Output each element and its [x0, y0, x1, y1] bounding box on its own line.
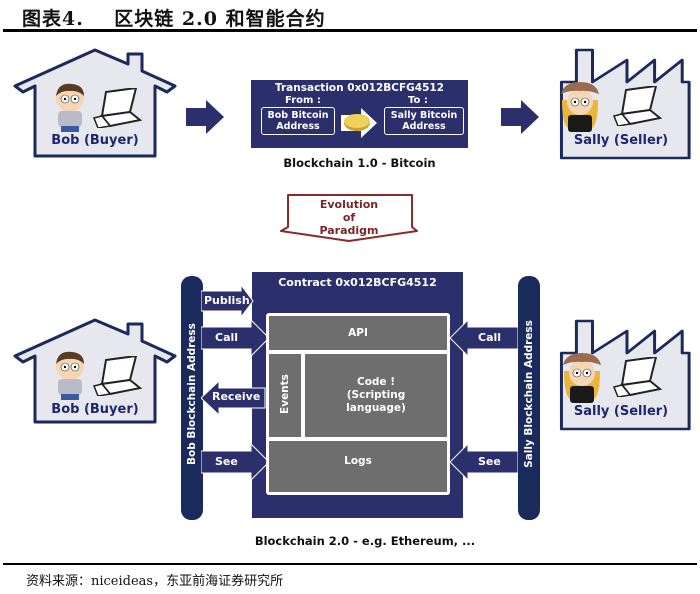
bob-bitcoin-address: Bob Bitcoin Address [261, 107, 335, 135]
figure-title: 图表4. 区块链 2.0 和智能合约 [22, 8, 326, 30]
transaction-box: Transaction 0x012BCFG4512 From : To : Bo… [251, 80, 468, 148]
sally-factory-bottom: Sally (Seller) [550, 317, 696, 433]
bob-buyer-label: Bob (Buyer) [51, 133, 139, 148]
coin-transfer-icon [339, 107, 381, 143]
bottom-rule [3, 563, 697, 565]
events-label: Events [279, 374, 291, 414]
events-section: Events [269, 354, 301, 437]
bob-blockchain-address-label: Bob Blockchain Address [186, 323, 198, 465]
publish-label: Publish [204, 294, 250, 307]
flow-arrow-right-icon [186, 100, 224, 138]
sally-seller-label: Sally (Seller) [573, 404, 669, 419]
sally-seller-label: Sally (Seller) [573, 133, 669, 148]
sally-avatar [558, 80, 602, 138]
see-label: See [215, 455, 238, 468]
flow-arrow-right-icon [501, 100, 539, 138]
contract-inner-frame: API Events Code ! (Scripting language) L… [266, 313, 450, 495]
laptop-icon [610, 355, 663, 401]
down-arrow-icon [280, 194, 418, 242]
contract-title: Contract 0x012BCFG4512 [278, 276, 437, 289]
evolution-text: Evolution of Paradigm [319, 198, 379, 237]
bob-buyer-label: Bob (Buyer) [51, 402, 139, 417]
laptop-icon [610, 84, 663, 130]
sally-blockchain-address-label: Sally Blockchain Address [523, 320, 535, 468]
api-section: API [269, 316, 447, 350]
bob-house-top: Bob (Buyer) [10, 44, 180, 162]
laptop-icon [90, 354, 143, 400]
top-rule [3, 29, 697, 32]
to-label: To : [408, 95, 428, 106]
from-label: From : [285, 95, 321, 106]
sally-bitcoin-address: Sally Bitcoin Address [384, 107, 464, 135]
blockchain1-caption: Blockchain 1.0 - Bitcoin [283, 156, 436, 170]
receive-label: Receive [212, 390, 261, 403]
house-icon [13, 48, 177, 158]
call-label: Call [215, 331, 239, 344]
transaction-title: Transaction 0x012BCFG4512 [275, 82, 444, 94]
source-note: 资料来源：niceideas，东亚前海证券研究所 [26, 574, 284, 589]
see-label: See [478, 455, 501, 468]
bob-avatar [52, 350, 88, 406]
sally-blockchain-address-bar: Sally Blockchain Address [518, 276, 540, 520]
blockchain2-caption: Blockchain 2.0 - e.g. Ethereum, ... [254, 534, 476, 548]
bob-blockchain-address-bar: Bob Blockchain Address [181, 276, 203, 520]
house-icon [13, 318, 177, 424]
call-label: Call [478, 331, 502, 344]
evolution-arrow: Evolution of Paradigm [280, 193, 418, 243]
sally-factory-top: Sally (Seller) [548, 46, 694, 162]
bob-house-bottom: Bob (Buyer) [10, 314, 180, 432]
sally-avatar [560, 351, 604, 409]
logs-section: Logs [269, 441, 447, 492]
code-section: Code ! (Scripting language) [305, 354, 447, 437]
bob-avatar [52, 82, 88, 138]
laptop-icon [90, 86, 143, 132]
